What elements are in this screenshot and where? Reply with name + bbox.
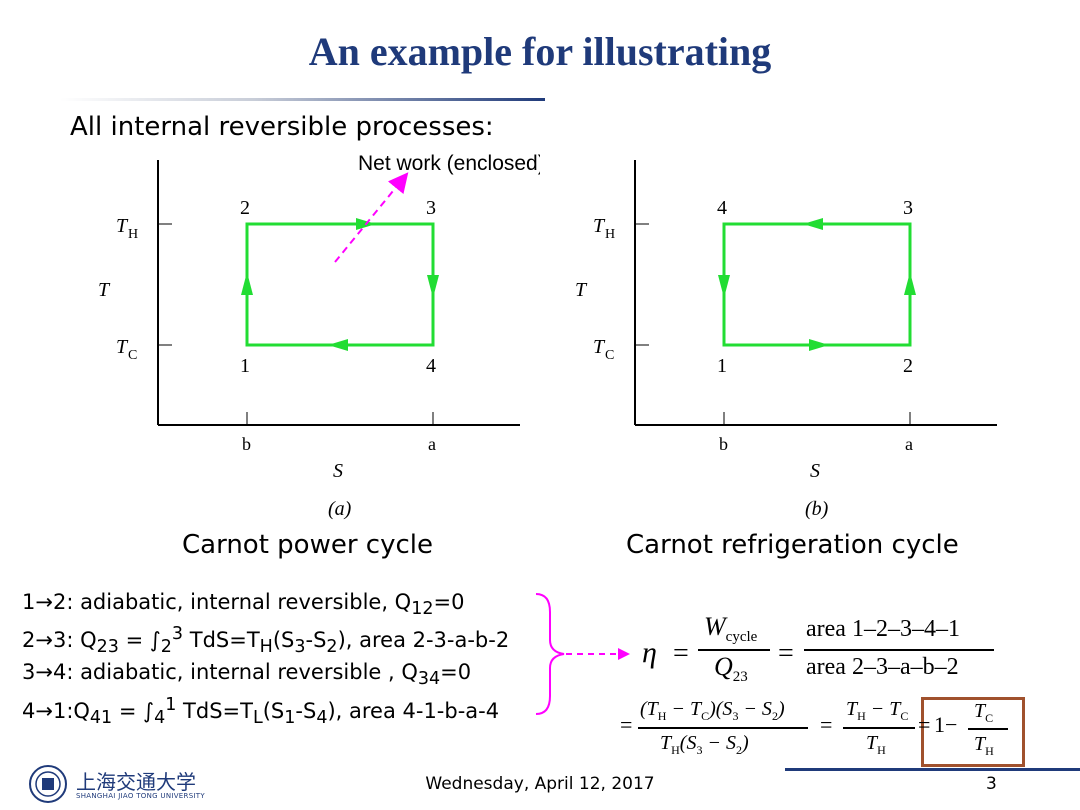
arrow-down-icon (718, 275, 730, 298)
svg-text:a: a (905, 434, 913, 454)
panel-letter: (a) (328, 498, 352, 520)
svg-text:2: 2 (240, 197, 250, 219)
process-1-2: 1→2: adiabatic, internal reversible, Q12… (22, 590, 465, 620)
logo-subtext: SHANGHAI JIAO TONG UNIVERSITY (76, 792, 205, 800)
svg-text:1: 1 (240, 355, 250, 377)
cycle-rectangle (245, 222, 435, 347)
svg-text:H: H (128, 227, 138, 242)
t-axis-label: T (575, 279, 588, 301)
ts-diagram-power-cycle: Net work (enclosed) T H T C T 2 3 1 4 b … (80, 150, 540, 530)
university-logo: 上海交通大学 SHANGHAI JIAO TONG UNIVERSITY (28, 764, 228, 806)
svg-text:3: 3 (903, 197, 913, 219)
seal-icon (29, 765, 67, 803)
svg-text:T: T (116, 215, 129, 237)
ts-diagram-refrigeration-cycle: T H T C T 4 3 1 2 b a S (b) (557, 150, 1017, 530)
net-work-pointer (334, 172, 409, 263)
svg-text:b: b (719, 434, 728, 454)
slide-title: An example for illustrating (308, 29, 772, 74)
svg-text:b: b (242, 434, 251, 454)
t-axis-label: T (98, 279, 111, 301)
arrow-right-icon (809, 339, 829, 351)
page-number: 3 (986, 774, 997, 794)
caption-power-cycle: Carnot power cycle (182, 530, 433, 560)
arrow-up-icon (904, 272, 916, 295)
result-box (921, 697, 1025, 767)
process-4-1: 4→1:Q41 = ∫41 TdS=TL(S1-S4), area 4-1-b-… (22, 694, 500, 728)
arrow-left-icon (328, 339, 348, 351)
footer-date: Wednesday, April 12, 2017 (425, 774, 655, 794)
process-3-4: 3→4: adiabatic, internal reversible , Q3… (22, 660, 472, 690)
svg-text:H: H (605, 227, 615, 242)
caption-refrigeration-cycle: Carnot refrigeration cycle (626, 530, 959, 560)
panel-letter: (b) (805, 498, 829, 520)
process-2-3: 2→3: Q23 = ∫23 TdS=TH(S3-S2), area 2-3-a… (22, 624, 510, 658)
footer-bar (785, 768, 1080, 771)
arrow-left-icon (803, 218, 823, 230)
logo-text: 上海交通大学 (76, 770, 196, 794)
arrow-down-icon (427, 275, 439, 298)
annotation-label: Net work (enclosed) (358, 152, 540, 175)
slide-subtitle: All internal reversible processes: (70, 112, 494, 142)
svg-text:T: T (593, 215, 606, 237)
s-axis-label: S (333, 460, 343, 482)
svg-text:T: T (116, 336, 129, 358)
svg-text:T: T (593, 336, 606, 358)
svg-text:4: 4 (717, 197, 727, 219)
arrow-up-icon (241, 272, 253, 295)
svg-text:2: 2 (903, 355, 913, 377)
cycle-rectangle (722, 222, 912, 347)
s-axis-label: S (810, 460, 820, 482)
svg-text:C: C (128, 348, 137, 363)
svg-text:a: a (428, 434, 436, 454)
svg-text:4: 4 (426, 355, 436, 377)
svg-text:C: C (605, 348, 614, 363)
svg-text:1: 1 (717, 355, 727, 377)
process-list: 1→2: adiabatic, internal reversible, Q12… (22, 590, 509, 731)
svg-text:3: 3 (426, 197, 436, 219)
brace-icon (535, 593, 630, 715)
title-underline (60, 98, 545, 101)
